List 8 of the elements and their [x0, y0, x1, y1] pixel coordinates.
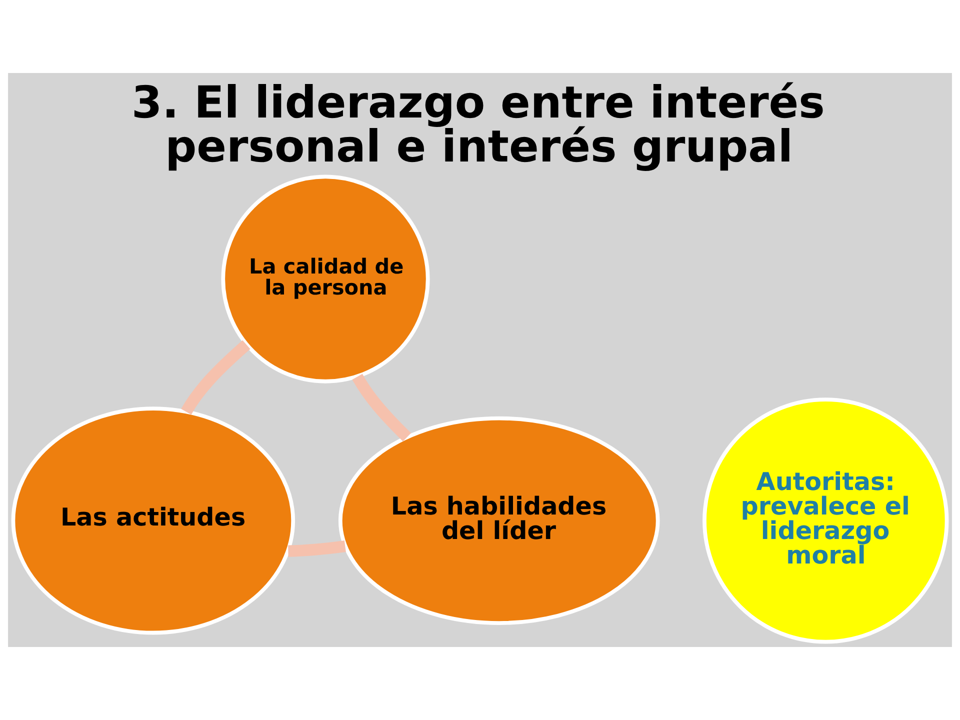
connector — [288, 540, 346, 557]
node-ellipse: Las habilidades del líder — [338, 416, 660, 625]
diagram-title: 3. El liderazgo entre interés personal e interés grupal — [131, 77, 825, 172]
node-circle: Autoritas: prevalece el liderazgo moral — [702, 398, 949, 644]
node-ellipse: Las actitudes — [11, 406, 296, 635]
connector — [181, 340, 250, 415]
connector — [352, 374, 412, 442]
node-circle: La calidad de la persona — [221, 174, 430, 384]
